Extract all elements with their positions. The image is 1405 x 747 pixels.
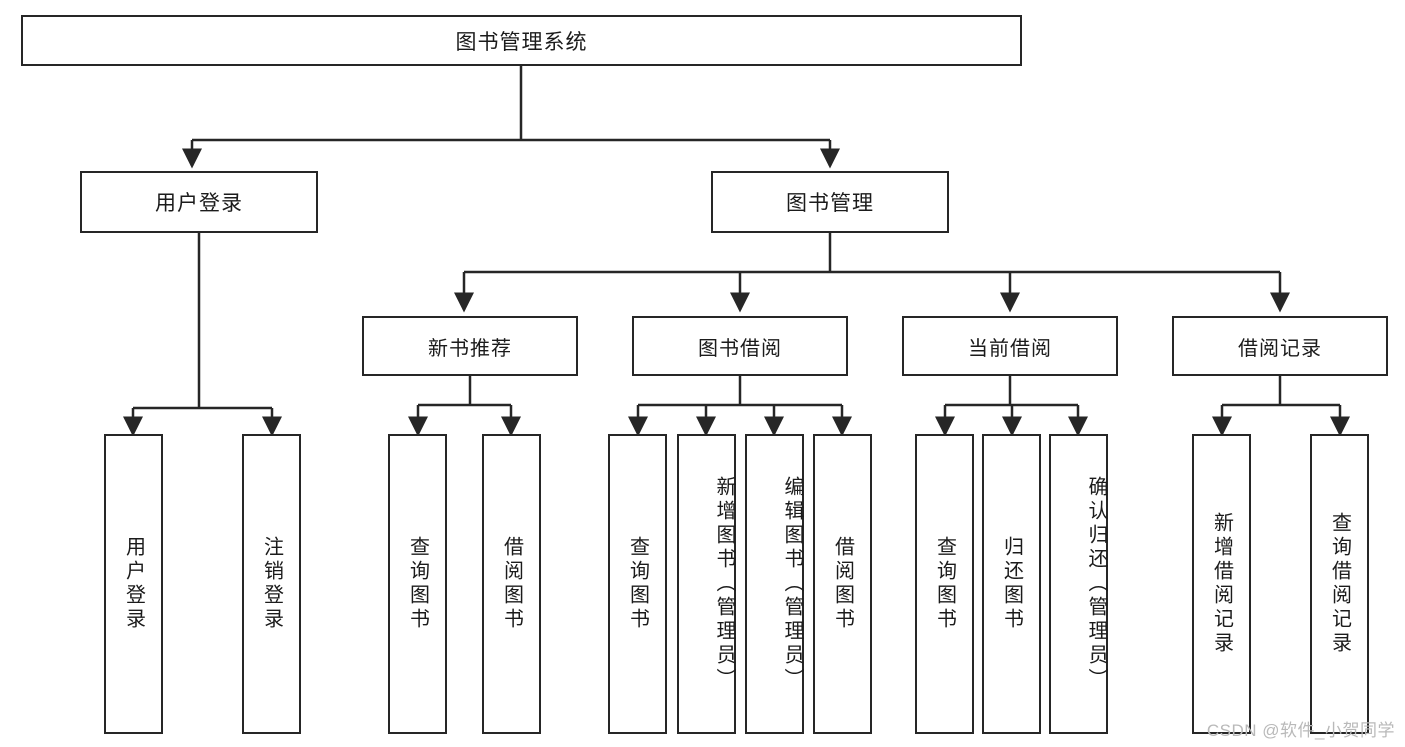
leaf-return-book[interactable]: 归还图书	[982, 434, 1041, 734]
leaf-add-book-admin-label: 新增图书（管理员）	[713, 476, 735, 692]
leaf-borrow-book-recommend-label: 借阅图书	[500, 536, 523, 632]
leaf-user-login-label: 用户登录	[122, 536, 145, 632]
leaf-query-book-current-label: 查询图书	[933, 536, 956, 632]
leaf-return-book-label: 归还图书	[1000, 536, 1023, 632]
node-borrow-record-label: 借阅记录	[1238, 337, 1322, 360]
leaf-user-login[interactable]: 用户登录	[104, 434, 163, 734]
leaf-query-book-current[interactable]: 查询图书	[915, 434, 974, 734]
leaf-query-book-borrow-label: 查询图书	[626, 536, 649, 632]
node-book-borrow-label: 图书借阅	[698, 337, 782, 360]
node-book-management-label: 图书管理	[786, 192, 874, 215]
node-current-borrow[interactable]: 当前借阅	[902, 316, 1118, 376]
leaf-logout[interactable]: 注销登录	[242, 434, 301, 734]
node-borrow-record[interactable]: 借阅记录	[1172, 316, 1388, 376]
leaf-add-borrow-record[interactable]: 新增借阅记录	[1192, 434, 1251, 734]
leaf-query-book-recommend[interactable]: 查询图书	[388, 434, 447, 734]
leaf-borrow-book-recommend[interactable]: 借阅图书	[482, 434, 541, 734]
leaf-query-borrow-record[interactable]: 查询借阅记录	[1310, 434, 1369, 734]
node-current-borrow-label: 当前借阅	[968, 337, 1052, 360]
node-root[interactable]: 图书管理系统	[21, 15, 1022, 66]
node-new-book-recommend[interactable]: 新书推荐	[362, 316, 578, 376]
node-new-book-recommend-label: 新书推荐	[428, 337, 512, 360]
leaf-logout-label: 注销登录	[260, 536, 283, 632]
leaf-confirm-return-admin[interactable]: 确认归还（管理员）	[1049, 434, 1108, 734]
node-book-management[interactable]: 图书管理	[711, 171, 949, 233]
leaf-query-book-recommend-label: 查询图书	[406, 536, 429, 632]
leaf-add-borrow-record-label: 新增借阅记录	[1210, 512, 1233, 656]
leaf-query-book-borrow[interactable]: 查询图书	[608, 434, 667, 734]
node-book-borrow[interactable]: 图书借阅	[632, 316, 848, 376]
leaf-borrow-book-borrow-label: 借阅图书	[831, 536, 854, 632]
leaf-borrow-book-borrow[interactable]: 借阅图书	[813, 434, 872, 734]
leaf-query-borrow-record-label: 查询借阅记录	[1328, 512, 1351, 656]
node-root-label: 图书管理系统	[455, 30, 588, 54]
watermark: CSDN @软件_小贺同学	[1206, 721, 1395, 740]
node-user-login-label: 用户登录	[155, 192, 243, 215]
node-user-login[interactable]: 用户登录	[80, 171, 318, 233]
leaf-edit-book-admin-label: 编辑图书（管理员）	[781, 476, 803, 692]
leaf-confirm-return-admin-label: 确认归还（管理员）	[1085, 476, 1107, 692]
leaf-edit-book-admin[interactable]: 编辑图书（管理员）	[745, 434, 804, 734]
leaf-add-book-admin[interactable]: 新增图书（管理员）	[677, 434, 736, 734]
